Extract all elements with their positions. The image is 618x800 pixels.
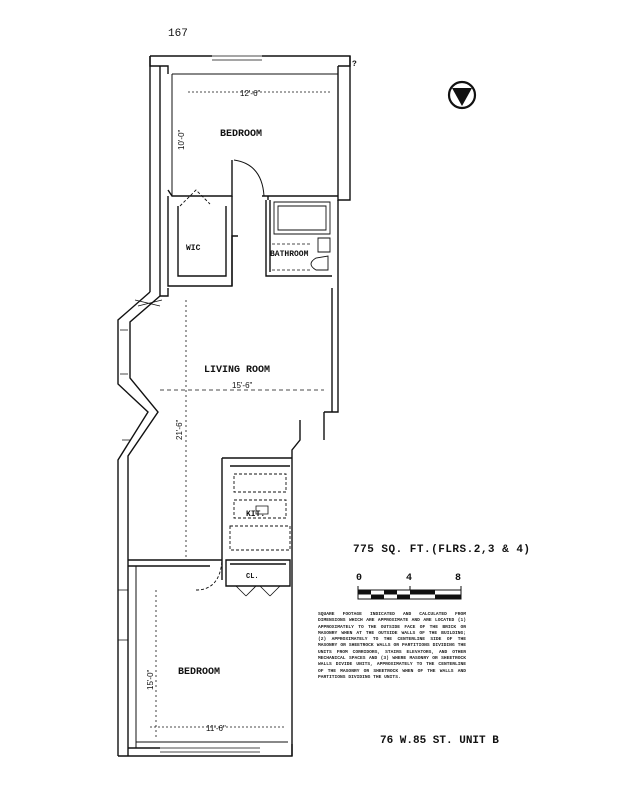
right-wall-middle <box>331 200 339 413</box>
label-living-room: LIVING ROOM <box>204 365 270 376</box>
top-bedroom-door <box>233 159 265 197</box>
dim-bedroom-bottom-depth: 15'-0" <box>146 669 155 690</box>
dim-bedroom-top-depth: 10'-0" <box>177 129 186 150</box>
hall-door-arc <box>195 559 223 591</box>
dim-bedroom-top-width: 12'-6" <box>240 89 261 98</box>
wic-walls <box>167 196 233 287</box>
north-arrow-icon <box>447 80 477 110</box>
label-kitchen: KIT. <box>246 510 265 519</box>
bay-window-panes <box>120 299 163 441</box>
bottom-wall <box>118 744 293 757</box>
top-bedroom-partition <box>167 160 338 200</box>
left-wall-upper <box>149 56 161 296</box>
label-bedroom-top: BEDROOM <box>220 129 262 140</box>
kitchen-counter <box>229 473 291 551</box>
wic-door <box>179 189 211 207</box>
top-bedroom-inner <box>171 73 338 196</box>
right-wall-upper <box>337 56 351 201</box>
bottom-window <box>160 747 260 753</box>
left-window-lower <box>118 589 128 641</box>
corner-mark: ? <box>352 60 357 69</box>
dim-living-room-width: 15'-6" <box>232 381 253 390</box>
scale-label-start: 0 <box>356 573 363 584</box>
closet-walls <box>225 559 291 587</box>
left-wall-lower <box>117 540 129 756</box>
right-wall-lower <box>291 420 301 756</box>
closet-doors <box>235 585 281 597</box>
top-window <box>212 55 262 61</box>
square-footage: 775 SQ. FT.(FLRS.2,3 & 4) <box>353 544 531 556</box>
scale-bar <box>357 586 462 600</box>
page-number: 167 <box>168 28 188 40</box>
bathroom-walls <box>265 200 332 277</box>
scale-label-end: 8 <box>455 573 462 584</box>
right-wall-living-opening <box>323 411 332 440</box>
dim-living-room-depth: 21'-6" <box>175 419 184 440</box>
kitchen-range <box>255 505 269 515</box>
living-room-partition <box>160 235 238 297</box>
label-closet: CL. <box>246 573 259 581</box>
label-bedroom-bottom: BEDROOM <box>178 667 220 678</box>
unit-address: 76 W.85 ST. UNIT B <box>380 735 499 747</box>
label-bathroom: BATHROOM <box>270 250 309 259</box>
disclaimer-text: Square footage indicated and calculated … <box>318 612 466 680</box>
label-wic: WIC <box>186 244 201 253</box>
kitchen-walls <box>221 457 292 580</box>
scale-label-mid: 4 <box>406 573 413 584</box>
sink-toilet <box>310 237 331 271</box>
bottom-bedroom-inner <box>135 566 288 748</box>
top-exterior-wall <box>149 55 351 74</box>
bath-fixtures-dashed <box>272 243 312 271</box>
dim-bedroom-bottom-width: 11'-6" <box>206 724 226 733</box>
bathtub <box>273 201 331 235</box>
bottom-bedroom-top-wall <box>128 559 222 567</box>
bay-window <box>117 291 161 540</box>
